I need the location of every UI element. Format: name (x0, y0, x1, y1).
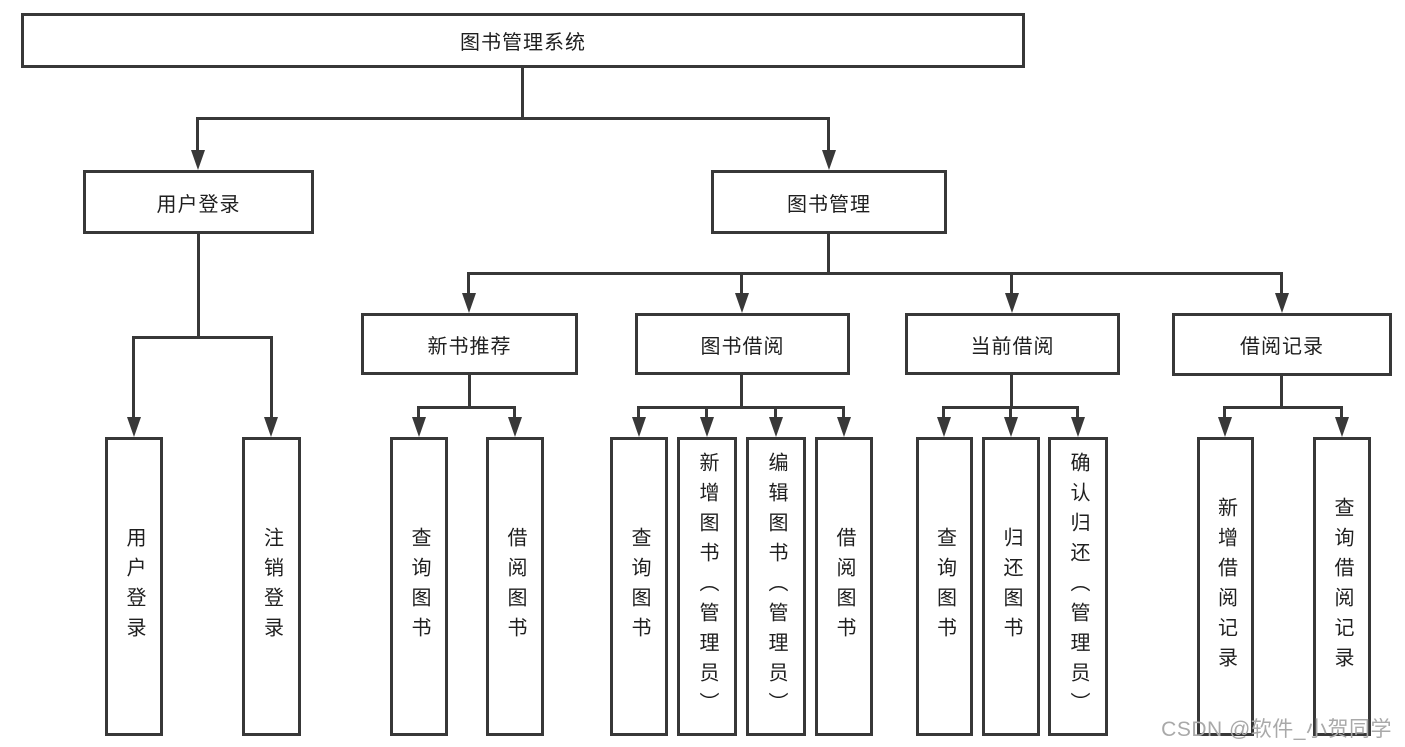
book-management-stem-line (827, 234, 830, 274)
csdn-watermark: CSDN @软件_小贺同学 (1161, 718, 1392, 741)
leaf-br-query-borrow-record-label: 查询借阅记录 (1331, 496, 1353, 677)
drop-line (774, 406, 777, 418)
leaf-br-add-borrow-record: 新增借阅记录 (1197, 437, 1254, 736)
leaf-user-login: 用户登录 (105, 437, 163, 736)
drop-line-borrow-records (1280, 272, 1283, 295)
borrow-records-stem-line (1280, 376, 1283, 407)
leaf-cb-return-books-label: 归还图书 (1000, 526, 1022, 647)
arrow-down-icon (1218, 417, 1232, 437)
leaf-cb-query-books: 查询图书 (916, 437, 973, 736)
drop-line (842, 406, 845, 418)
arrow-down-icon (1071, 417, 1085, 437)
arrow-down-icon (264, 417, 278, 437)
root-branch-bar (196, 117, 830, 120)
leaf-bb-add-books-admin: 新增图书（管理员） (677, 437, 737, 736)
drop-line (513, 406, 516, 418)
book-borrow-branch-bar (637, 406, 845, 409)
drop-line (637, 406, 640, 418)
leaf-nb-borrow-books-label: 借阅图书 (504, 526, 526, 647)
leaf-logout-label: 注销登录 (260, 526, 283, 647)
drop-line (705, 406, 708, 418)
arrow-down-icon (1004, 417, 1018, 437)
drop-line (417, 406, 420, 418)
leaf-bb-borrow-books: 借阅图书 (815, 437, 873, 736)
drop-line-new-book-recommend (467, 272, 470, 295)
node-new-book-recommend: 新书推荐 (361, 313, 578, 375)
node-book-management: 图书管理 (711, 170, 947, 234)
book-borrow-stem-line (740, 375, 743, 407)
leaf-bb-borrow-books-label: 借阅图书 (833, 526, 855, 647)
node-root: 图书管理系统 (21, 13, 1025, 68)
leaf-bb-edit-books-admin-label: 编辑图书（管理员） (765, 451, 787, 722)
drop-line (1340, 406, 1343, 418)
arrow-down-icon (412, 417, 426, 437)
leaf-user-login-label: 用户登录 (123, 526, 145, 647)
node-book-borrow: 图书借阅 (635, 313, 850, 375)
user-login-stem-line (197, 233, 200, 337)
arrow-down-icon (462, 293, 476, 313)
arrow-down-icon (1005, 293, 1019, 313)
borrow-records-branch-bar (1223, 406, 1343, 409)
drop-line-leaf-user-login (132, 336, 135, 418)
leaf-nb-borrow-books: 借阅图书 (486, 437, 544, 736)
drop-line-current-borrow (1010, 272, 1013, 295)
arrow-down-icon (127, 417, 141, 437)
leaf-br-add-borrow-record-label: 新增借阅记录 (1214, 496, 1237, 677)
drop-line-book-borrow (740, 272, 743, 295)
arrow-down-icon (769, 417, 783, 437)
drop-line (1076, 406, 1079, 418)
drop-line (1009, 406, 1012, 418)
arrow-down-icon (1275, 293, 1289, 313)
user-login-branch-bar (132, 336, 273, 339)
leaf-bb-query-books: 查询图书 (610, 437, 668, 736)
leaf-bb-add-books-admin-label: 新增图书（管理员） (696, 451, 718, 722)
current-borrow-stem-line (1010, 375, 1013, 407)
leaf-bb-edit-books-admin: 编辑图书（管理员） (746, 437, 806, 736)
drop-line (1223, 406, 1226, 418)
arrow-down-icon (937, 417, 951, 437)
root-stem-line (521, 68, 524, 118)
arrow-down-icon (191, 150, 205, 170)
leaf-nb-query-books: 查询图书 (390, 437, 448, 736)
arrow-down-icon (735, 293, 749, 313)
leaf-cb-confirm-return-admin-label: 确认归还（管理员） (1067, 451, 1089, 722)
drop-line-leaf-logout (270, 336, 273, 418)
arrow-down-icon (837, 417, 851, 437)
drop-line (942, 406, 945, 418)
leaf-nb-query-books-label: 查询图书 (408, 526, 430, 647)
leaf-cb-query-books-label: 查询图书 (933, 526, 956, 647)
arrow-down-icon (822, 150, 836, 170)
leaf-cb-return-books: 归还图书 (982, 437, 1040, 736)
node-borrow-records: 借阅记录 (1172, 313, 1392, 376)
leaf-bb-query-books-label: 查询图书 (628, 526, 650, 647)
node-user-login: 用户登录 (83, 170, 314, 234)
arrow-down-icon (508, 417, 522, 437)
arrow-down-icon (632, 417, 646, 437)
drop-line-user-login (196, 117, 199, 151)
leaf-br-query-borrow-record: 查询借阅记录 (1313, 437, 1371, 736)
node-current-borrow: 当前借阅 (905, 313, 1120, 375)
arrow-down-icon (1335, 417, 1349, 437)
leaf-cb-confirm-return-admin: 确认归还（管理员） (1048, 437, 1108, 736)
leaf-logout: 注销登录 (242, 437, 301, 736)
drop-line-book-management (827, 117, 830, 151)
book-management-branch-bar (467, 272, 1283, 275)
new-book-recommend-branch-bar (417, 406, 516, 409)
arrow-down-icon (700, 417, 714, 437)
new-book-recommend-stem-line (468, 375, 471, 407)
